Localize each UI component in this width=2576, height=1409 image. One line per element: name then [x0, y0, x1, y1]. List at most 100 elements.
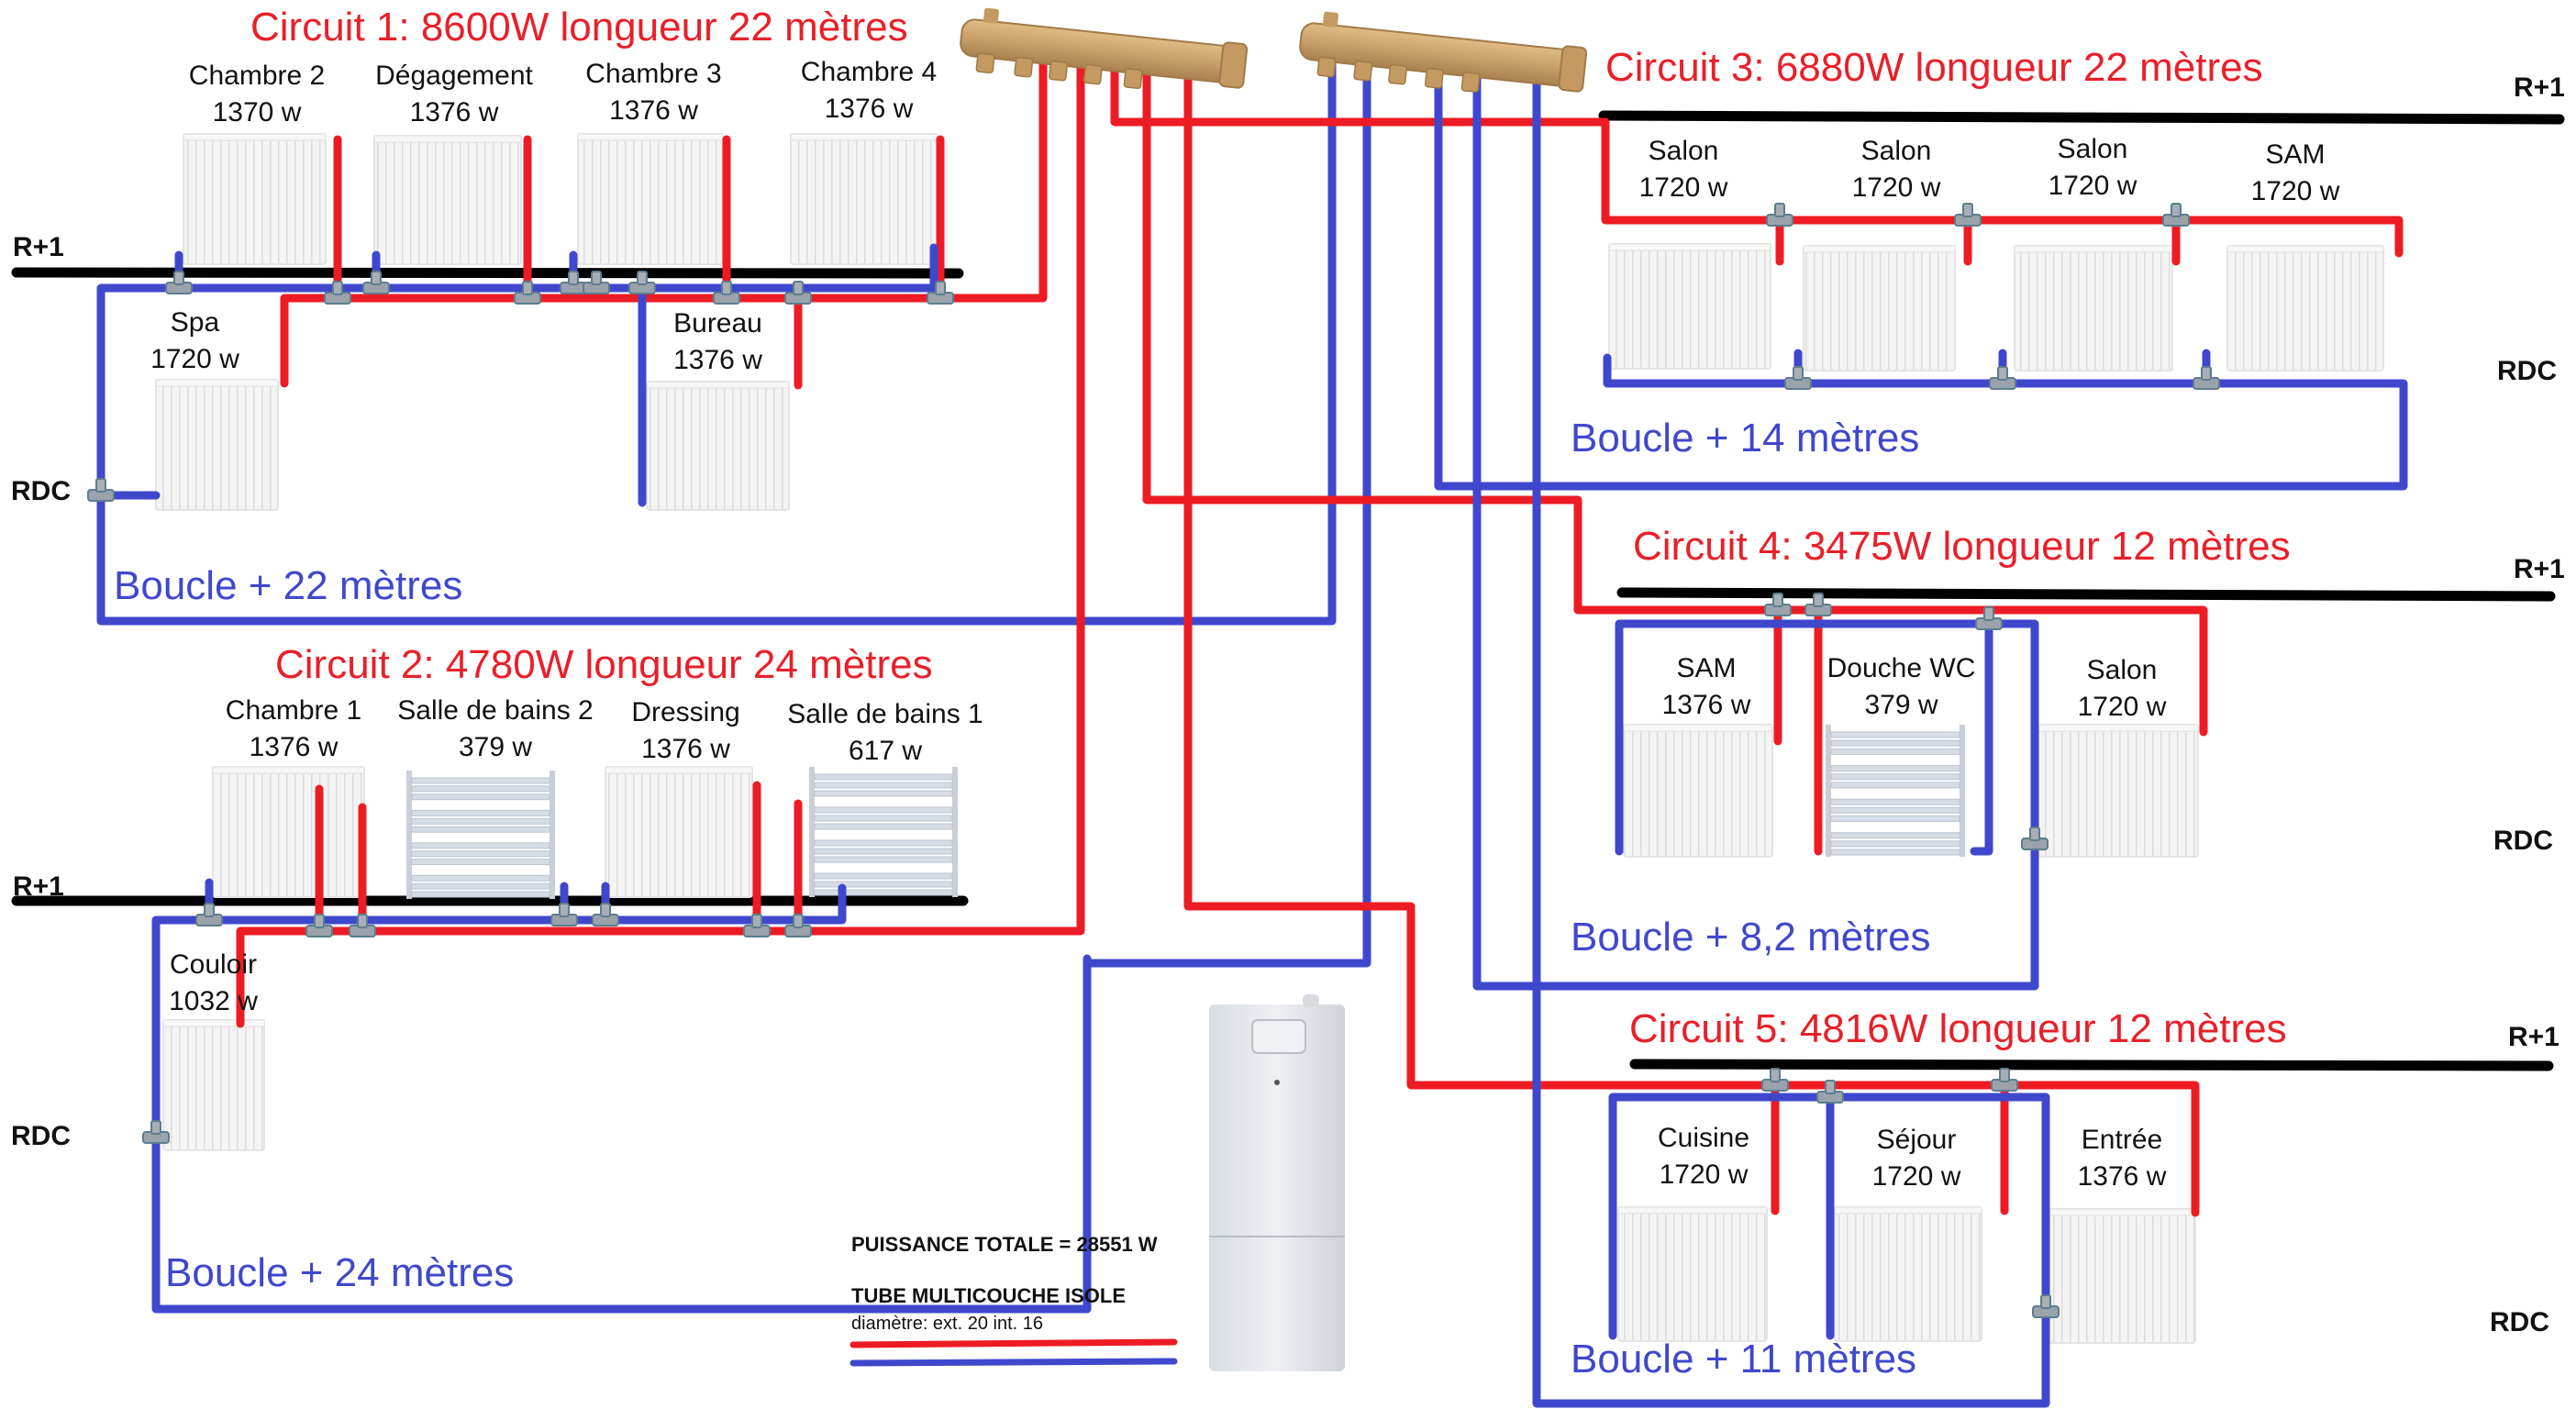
towel-bar	[814, 782, 953, 789]
manifold-end-cap	[1558, 45, 1588, 93]
tee-fitting-icon	[1761, 1068, 1789, 1092]
panel-radiator-icon	[1608, 243, 1771, 370]
floor-line	[1616, 587, 2556, 602]
radiator-top	[1834, 1206, 1982, 1215]
tee-fitting-icon	[2032, 1294, 2060, 1318]
tee-fitting-icon	[628, 271, 656, 294]
fitting-branch	[591, 271, 602, 285]
circuit-5-title: Circuit 5: 4816W longueur 12 mètres	[1629, 1006, 2287, 1051]
radiator-top	[373, 135, 522, 143]
fitting-branch	[2040, 1294, 2051, 1309]
manifold-outlet	[1388, 63, 1408, 85]
supply-pipe-circuit-5	[1183, 50, 2200, 1217]
towel-bar	[814, 823, 953, 830]
return-manifold-icon	[1299, 11, 1588, 93]
radiator-body	[1608, 243, 1771, 370]
radiator-top	[2037, 724, 2199, 732]
fitting-branch	[522, 281, 533, 295]
towel-bar	[1830, 806, 1960, 814]
floor-label-upper: R+1	[2508, 1022, 2559, 1052]
towel-bar	[1830, 731, 1960, 738]
radiator-top	[1803, 245, 1956, 253]
manifold-body	[960, 18, 1246, 84]
radiator-top	[183, 133, 327, 141]
radiator-body	[183, 133, 327, 265]
tee-fitting-icon	[165, 271, 193, 294]
radiator-body	[1834, 1206, 1982, 1342]
floor-label-ground: RDC	[2493, 826, 2553, 856]
tee-fitting-icon	[1764, 593, 1792, 616]
tee-fitting-icon	[1989, 366, 2016, 390]
towel-bar	[814, 773, 953, 781]
fitting-branch	[371, 271, 382, 285]
radiator-top	[162, 1019, 265, 1027]
manifold-outlet	[1460, 72, 1481, 93]
manifold-outlet	[975, 52, 995, 74]
manifold-vent	[1322, 11, 1338, 28]
radiator-top	[1608, 243, 1771, 251]
towel-bar	[411, 874, 550, 882]
towel-radiator-icon	[1826, 725, 1965, 857]
return-pipe	[1970, 619, 1993, 856]
radiator-top	[1623, 724, 1773, 732]
tube-diameter-label: diamètre: ext. 20 int. 16	[851, 1314, 1044, 1334]
fitting-branch	[173, 271, 184, 285]
manifold-vent	[983, 7, 999, 24]
radiator-top	[646, 381, 790, 389]
boiler-icon	[1209, 994, 1345, 1371]
fitting-branch	[204, 903, 215, 917]
towel-bar	[814, 848, 953, 855]
towel-bar	[814, 839, 953, 847]
radiator-body	[2037, 724, 2199, 858]
fitting-branch	[357, 914, 368, 928]
towel-bar	[1830, 739, 1960, 747]
tee-fitting-icon	[514, 281, 541, 305]
tee-fitting-icon	[142, 1120, 170, 1144]
manifold-outlet	[1424, 67, 1444, 89]
towel-bar	[814, 872, 953, 880]
boiler-flue	[1303, 994, 1319, 1007]
towel-bar	[411, 882, 550, 890]
fitting-branch	[751, 914, 762, 928]
radiator-body	[790, 133, 938, 265]
manifold-outlet	[1316, 56, 1337, 78]
tee-fitting-icon	[927, 281, 954, 305]
manifold-outlet	[1123, 68, 1143, 90]
fitting-branch	[559, 903, 570, 917]
radiator-body	[162, 1019, 265, 1151]
supply-pipe-circuit-1	[280, 294, 1003, 388]
fitting-branch	[1774, 203, 1785, 217]
floor-line	[11, 267, 964, 279]
towel-rail-side	[952, 767, 958, 897]
towel-bar	[814, 889, 953, 896]
radiator-body	[2014, 245, 2173, 372]
return-pipe-circuit-4	[1472, 50, 2039, 991]
towel-bar	[411, 785, 550, 793]
boiler-body	[1209, 1004, 1345, 1371]
panel-radiator-icon	[1623, 724, 1773, 858]
radiator-body	[212, 766, 365, 898]
towel-bar	[1830, 773, 1960, 781]
radiator-body	[646, 381, 790, 511]
supply-manifold-icon	[960, 7, 1249, 90]
fitting-branch	[2201, 366, 2212, 381]
towel-bar	[411, 891, 550, 898]
towel-bar	[411, 793, 550, 801]
panel-radiator-icon	[2226, 245, 2384, 372]
towel-rail-side	[406, 771, 412, 899]
fitting-branch	[1772, 593, 1783, 607]
towel-bar	[1830, 782, 1960, 789]
manifold-end-cap	[1218, 41, 1249, 89]
tee-fitting-icon	[583, 271, 610, 294]
radiator-body	[577, 133, 724, 265]
tee-fitting-icon	[195, 903, 223, 926]
tee-fitting-icon	[550, 903, 578, 926]
towel-bar	[814, 790, 953, 797]
towel-bar	[1830, 840, 1960, 848]
circuit-4-boucle: Boucle + 8,2 mètres	[1571, 915, 1931, 960]
